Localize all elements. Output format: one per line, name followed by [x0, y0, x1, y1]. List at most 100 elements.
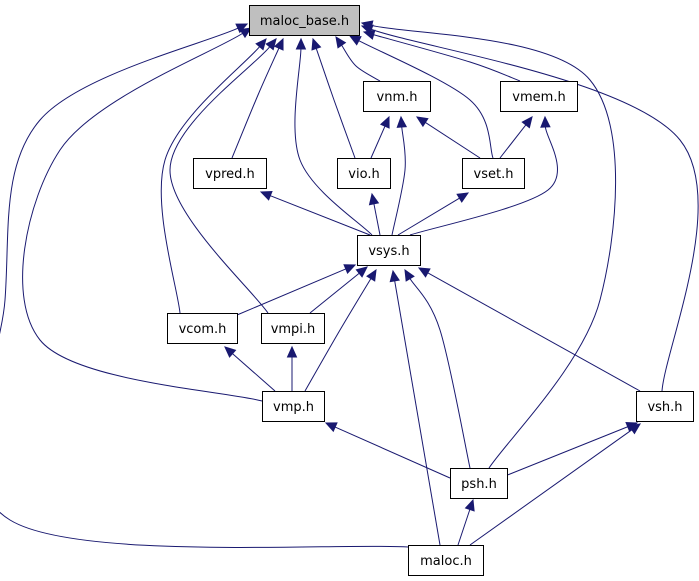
node-label: vmpi.h — [271, 322, 316, 337]
edge-line — [427, 272, 641, 392]
arrowhead — [396, 115, 408, 128]
node-vsys[interactable]: vsys.h — [357, 235, 421, 266]
edge-psh-to-maloc_base — [360, 20, 617, 469]
edge-line — [371, 28, 699, 392]
edge-line — [22, 32, 263, 402]
arrowhead — [628, 423, 641, 435]
edge-vsys-to-maloc_base — [294, 37, 373, 236]
node-vset[interactable]: vset.h — [462, 158, 525, 189]
edge-vmpi-to-vsys — [309, 266, 368, 314]
edge-line — [232, 353, 276, 392]
node-box — [262, 391, 325, 422]
arrowhead — [366, 268, 377, 282]
edge-maloc-to-vsh — [469, 423, 641, 546]
edge-vset-to-vnm — [415, 116, 481, 159]
edge-psh-to-vsys — [404, 268, 471, 469]
edge-line — [231, 47, 280, 159]
edge-vsys-to-vnm — [391, 115, 408, 236]
edge-vset-to-vmem — [499, 116, 533, 159]
node-box — [363, 81, 431, 112]
edge-vmp-to-vcom — [224, 346, 276, 392]
edge-line — [160, 46, 260, 314]
arrowhead — [335, 35, 347, 49]
edge-vmp-to-maloc_base — [22, 27, 263, 402]
node-box — [462, 158, 525, 189]
node-box — [337, 158, 391, 189]
arrowhead — [286, 345, 298, 358]
node-label: vmp.h — [273, 400, 314, 415]
node-vmem[interactable]: vmem.h — [500, 81, 578, 112]
arrowhead — [464, 498, 475, 512]
node-box — [500, 81, 578, 112]
node-vmpi[interactable]: vmpi.h — [261, 313, 325, 344]
arrowhead — [295, 37, 307, 50]
edge-line — [315, 48, 356, 159]
edge-line — [499, 124, 527, 159]
arrowhead — [415, 116, 429, 128]
node-box — [167, 313, 238, 344]
edge-line — [371, 24, 617, 469]
node-vpred[interactable]: vpred.h — [193, 158, 267, 189]
arrowhead — [417, 267, 431, 278]
arrowhead — [273, 37, 284, 51]
arrowhead — [239, 27, 253, 39]
node-vnm[interactable]: vnm.h — [363, 81, 431, 112]
arrowhead — [265, 38, 277, 51]
node-label: psh.h — [461, 477, 497, 492]
edge-line — [294, 48, 373, 236]
node-label: vset.h — [474, 167, 514, 182]
node-vcom[interactable]: vcom.h — [167, 313, 238, 344]
edge-vsys-to-vio — [368, 192, 381, 236]
edge-line — [304, 278, 372, 392]
node-label: vsh.h — [647, 400, 682, 415]
edge-line — [394, 280, 441, 546]
edge-vmem-to-maloc_base — [362, 29, 521, 82]
edge-line — [373, 203, 381, 236]
edge-line — [370, 125, 386, 159]
node-vio[interactable]: vio.h — [337, 158, 391, 189]
node-box — [636, 391, 694, 422]
node-box — [408, 545, 484, 576]
node-box — [357, 235, 421, 266]
edge-maloc-to-maloc_base — [0, 23, 409, 548]
arrowhead — [389, 269, 400, 283]
node-box — [450, 468, 508, 499]
arrowhead — [235, 23, 249, 34]
arrowhead — [343, 264, 357, 274]
edge-maloc-to-psh — [457, 498, 475, 546]
edge-vnm-to-maloc_base — [335, 35, 381, 82]
arrowhead — [355, 266, 368, 278]
edge-line — [358, 40, 494, 159]
edge-vmp-to-vsys — [304, 268, 377, 392]
edge-vsys-to-vset — [397, 192, 470, 236]
arrowhead — [368, 192, 380, 206]
node-vsh[interactable]: vsh.h — [636, 391, 694, 422]
arrowhead — [456, 192, 470, 203]
edge-psh-to-vmp — [324, 422, 451, 479]
node-label: maloc_base.h — [260, 14, 349, 29]
node-box — [249, 5, 360, 36]
edge-vio-to-maloc_base — [311, 37, 356, 159]
node-label: vpred.h — [205, 167, 255, 182]
edge-vcom-to-maloc_base — [160, 38, 267, 314]
edge-line — [504, 426, 628, 477]
node-maloc[interactable]: maloc.h — [408, 545, 484, 576]
node-vmp[interactable]: vmp.h — [262, 391, 325, 422]
edge-vsh-to-maloc_base — [360, 24, 699, 392]
node-maloc_base[interactable]: maloc_base.h — [249, 5, 360, 36]
edge-line — [457, 509, 471, 546]
arrowhead — [360, 20, 374, 31]
edge-maloc-to-vsys — [389, 269, 441, 546]
node-label: vcom.h — [179, 322, 227, 337]
edge-line — [169, 46, 271, 314]
edge-line — [270, 195, 371, 236]
node-psh[interactable]: psh.h — [450, 468, 508, 499]
edge-vio-to-vnm — [370, 115, 390, 159]
arrowhead — [255, 38, 267, 51]
edge-line — [409, 278, 471, 469]
arrowhead — [540, 115, 551, 128]
node-label: vnm.h — [377, 90, 418, 105]
edge-vsh-to-vsys — [417, 267, 641, 392]
edge-line — [0, 27, 409, 548]
